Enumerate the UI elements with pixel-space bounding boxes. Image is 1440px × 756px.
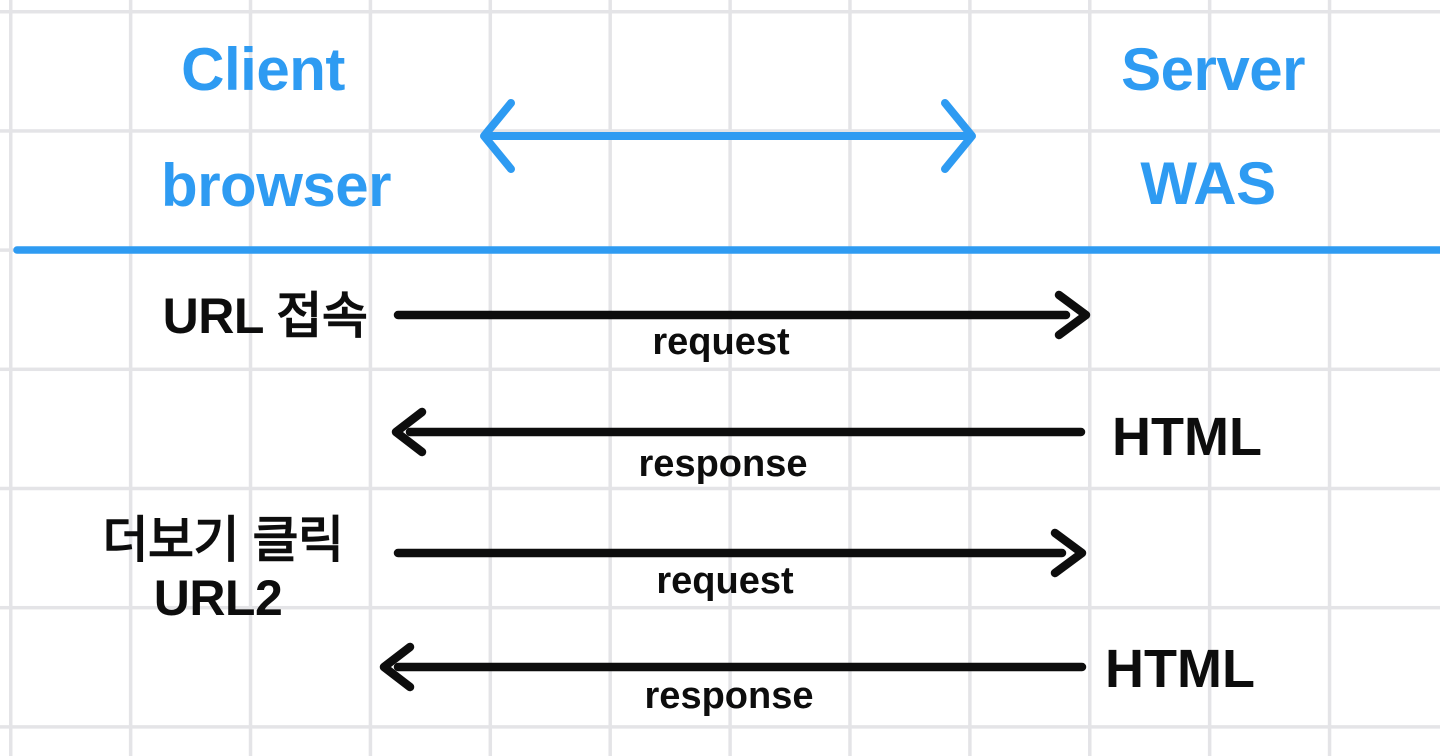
response-label-2: response [644, 675, 814, 717]
url2-label: URL2 [153, 570, 283, 626]
html-response-label-2: HTML [1105, 639, 1255, 699]
request-label-2: request [656, 560, 794, 602]
bidirectional-arrow-icon [480, 99, 976, 173]
more-click-label: 더보기 클릭 [102, 512, 344, 568]
server-label: Server [1121, 36, 1305, 103]
browser-label: browser [161, 152, 391, 219]
response-label-1: response [638, 443, 808, 485]
html-response-label-1: HTML [1112, 407, 1262, 467]
was-label: WAS [1140, 150, 1276, 217]
url-access-label: URL 접속 [162, 288, 368, 344]
request-label-1: request [652, 321, 790, 363]
client-label: Client [181, 36, 345, 103]
